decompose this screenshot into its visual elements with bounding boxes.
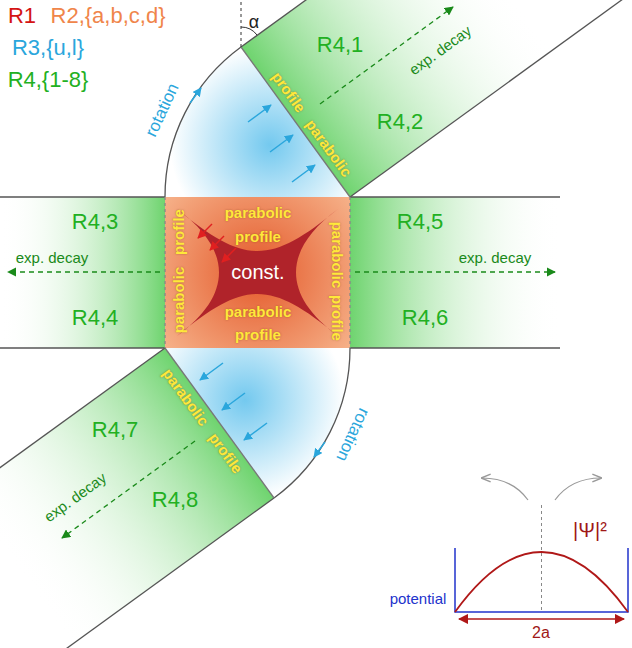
profile-label: parabolic: [225, 205, 292, 220]
rotation-label: rotation: [333, 406, 372, 465]
wall-line: [0, 347, 165, 348]
bend-arc: [165, 47, 241, 197]
width-arrow: [459, 618, 624, 620]
region-label: R4,6: [402, 307, 448, 329]
region-label: R4,5: [397, 211, 443, 233]
wavefunction-curve: [455, 552, 628, 612]
region-label: R4,8: [152, 489, 198, 511]
profile-label: parabolic: [225, 304, 292, 319]
profile-label: parabolic: [171, 267, 186, 334]
decay-label: exp. decay: [16, 250, 89, 265]
angle-label: α: [249, 13, 259, 31]
central-arrow: [198, 224, 212, 238]
rotation-arrows: [190, 88, 325, 457]
bend-arc: [274, 348, 350, 498]
inset-plot: [455, 478, 628, 619]
decay-arrow: [355, 271, 555, 272]
profile-label: profile: [171, 209, 186, 255]
region-legend: R2,{a,b,c,d}: [51, 5, 166, 27]
rotation-region: [165, 348, 350, 498]
rotation-arrow: [222, 393, 245, 410]
profile-label: profile: [235, 229, 281, 244]
wall-line: [0, 498, 274, 648]
decay-arrow: [8, 271, 160, 272]
rotation-arrow: [200, 363, 223, 380]
region-legend: R3,{u,l}: [12, 37, 84, 59]
region-label: R4,1: [317, 34, 363, 56]
width-label: 2a: [532, 625, 550, 641]
wall-line: [350, 0, 632, 197]
section-line: [165, 348, 274, 498]
decay-region: [0, 197, 165, 348]
center-line: [541, 505, 542, 612]
rotation-arrow: [314, 442, 325, 457]
central-region: [165, 197, 350, 348]
profile-label: profile: [330, 295, 345, 341]
profile-label: parabolic: [330, 222, 345, 289]
rotation-arrow: [244, 423, 267, 440]
rotation-label: rotation: [142, 81, 181, 140]
region-label: R4,7: [92, 419, 138, 441]
rotation-arrow: [248, 105, 271, 122]
axis-label: potential: [390, 591, 447, 606]
profile-label: profile: [235, 327, 281, 342]
central-arrow: [210, 236, 224, 250]
region-label: R4,3: [72, 211, 118, 233]
constant-label: const.: [231, 262, 284, 282]
rotation-arrow: [270, 135, 293, 152]
wall-line: [0, 348, 165, 583]
wavefunction-label: |Ψ|²: [573, 520, 607, 540]
rotation-arrow: [190, 88, 201, 103]
rotation-arrow: [292, 165, 315, 182]
section-line: [349, 197, 350, 348]
wall-line: [0, 196, 165, 197]
central-arrows: [198, 224, 236, 262]
region-legend: R1: [8, 5, 36, 27]
spread-arrow: [555, 478, 601, 500]
reference-line: [241, 2, 242, 47]
central-arrow: [222, 248, 236, 262]
region-label: R4,2: [377, 111, 423, 133]
region-legend: R4,{1-8}: [8, 69, 89, 91]
constant-star: [177, 209, 338, 336]
wall-line: [350, 347, 560, 348]
decay-arrows: [8, 7, 555, 538]
decay-region: [350, 197, 560, 348]
region-label: R4,4: [72, 307, 118, 329]
spread-arrow: [482, 478, 528, 500]
section-line: [241, 47, 350, 197]
section-line: [164, 197, 165, 348]
wall-line: [350, 196, 560, 197]
decay-label: exp. decay: [459, 250, 532, 265]
rotation-region: [165, 47, 350, 197]
